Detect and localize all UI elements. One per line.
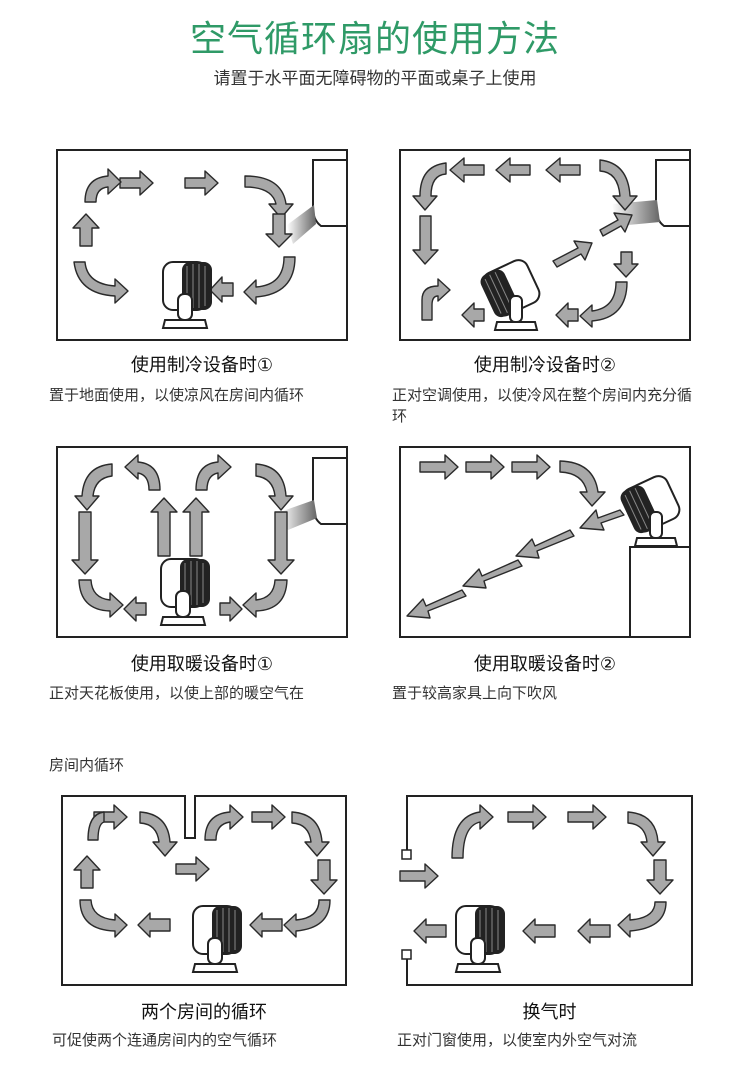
panel-6-illustration	[399, 795, 693, 986]
panel-6-desc: 正对门窗使用，以使室内外空气对流	[397, 1031, 638, 1049]
continuation-note: 房间内循环	[49, 756, 125, 774]
panel-3-illustration	[56, 446, 348, 638]
panel-1-caption: 使用制冷设备时①	[130, 355, 274, 376]
panel-4-desc: 置于较高家具上向下吹风	[392, 684, 558, 702]
panel-1-desc: 置于地面使用，以使凉风在房间内循环	[49, 386, 305, 404]
panel-3-caption: 使用取暖设备时①	[130, 654, 274, 675]
panel-5-desc: 可促使两个连通房间内的空气循环	[52, 1031, 278, 1049]
panel-4-illustration	[399, 446, 691, 638]
panel-1-illustration	[56, 149, 348, 341]
panel-3-desc: 正对天花板使用，以使上部的暖空气在	[49, 684, 305, 702]
panel-4-caption: 使用取暖设备时②	[473, 654, 617, 675]
page-subtitle: 请置于水平面无障碍物的平面或桌子上使用	[213, 69, 537, 89]
panel-2-caption: 使用制冷设备时②	[473, 355, 617, 376]
panel-6-caption: 换气时	[522, 1002, 577, 1023]
page-title: 空气循环扇的使用方法	[189, 19, 560, 60]
panel-5-caption: 两个房间的循环	[141, 1002, 267, 1023]
panel-5-illustration	[61, 795, 347, 986]
panel-2-desc: 正对空调使用，以使冷风在整个房间内充分循环	[392, 386, 693, 425]
panel-2-illustration	[399, 149, 691, 341]
